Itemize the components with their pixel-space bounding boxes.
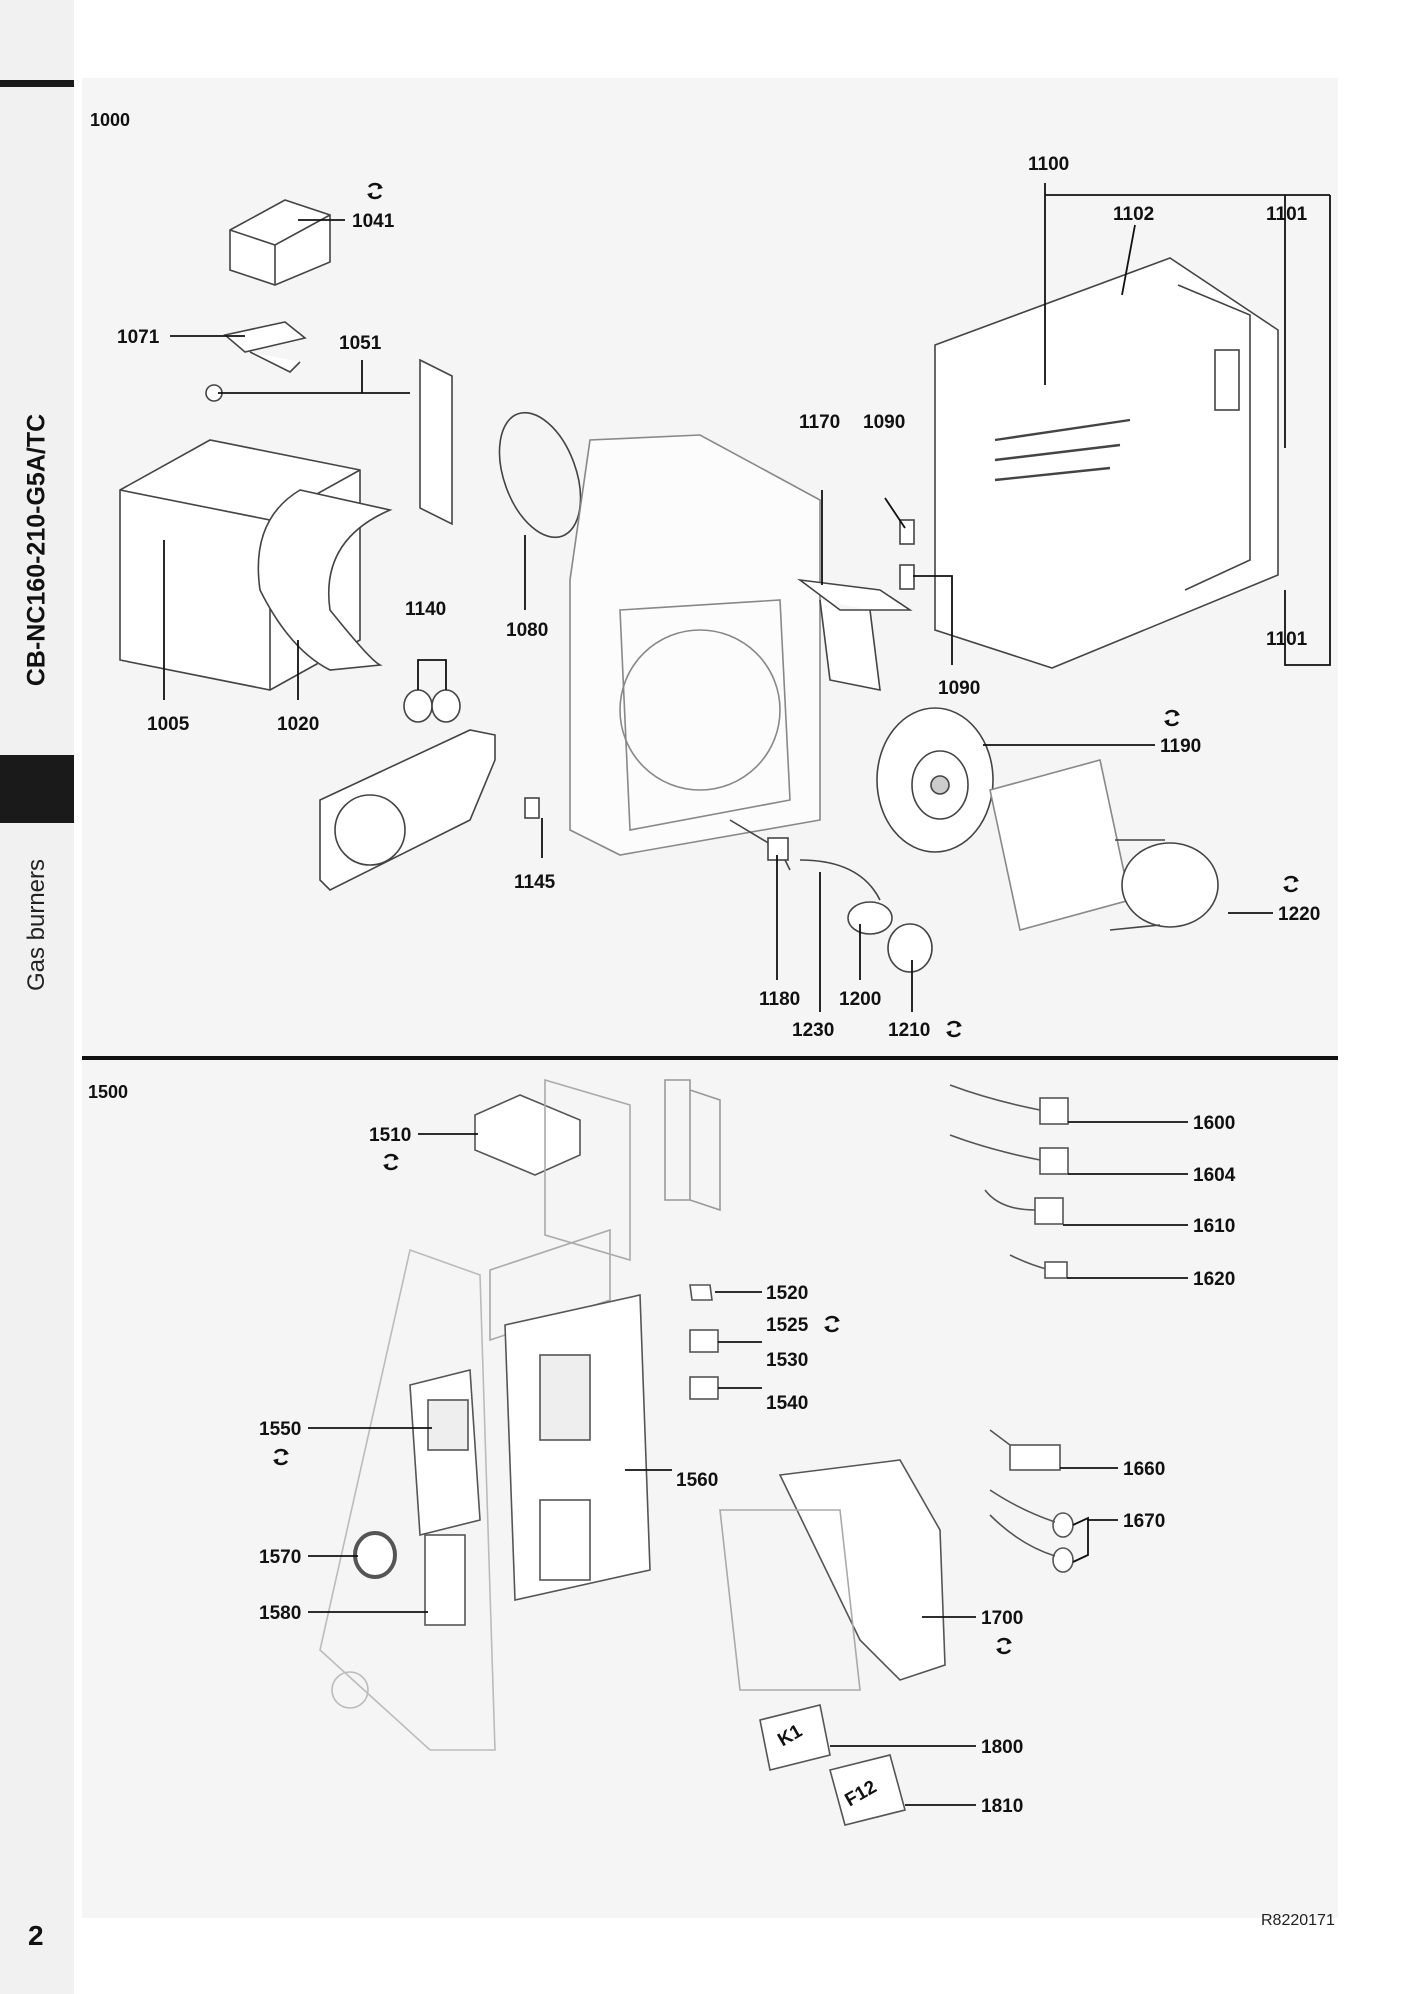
sidebar-marker-block xyxy=(0,755,74,823)
part-label: 1090 xyxy=(938,678,980,699)
fan-wheel-drawing xyxy=(876,707,994,853)
part-label: 1670 xyxy=(1123,1511,1165,1532)
part-label: 1101 xyxy=(1266,204,1308,225)
sidebar-top-bar xyxy=(0,80,74,87)
part-label: 1700 xyxy=(981,1608,1023,1629)
section-label-1500: 1500 xyxy=(88,1082,128,1102)
cover-plate-drawing xyxy=(419,358,453,526)
control-box-top-drawing xyxy=(474,1094,581,1176)
part-label: 1220 xyxy=(1278,904,1320,925)
rotation-icon xyxy=(365,182,385,200)
part-label: 1510 xyxy=(369,1125,411,1146)
mounting-plate-outline xyxy=(489,1078,631,1342)
air-shroud-drawing xyxy=(257,489,393,671)
part-label: 1020 xyxy=(277,714,319,735)
motor-drawing xyxy=(989,759,1219,931)
relay-k1-drawing: K1 xyxy=(759,1704,831,1771)
part-label: 1610 xyxy=(1193,1216,1235,1237)
part-label: 1100 xyxy=(1028,154,1069,175)
part-label: 1560 xyxy=(676,1470,718,1491)
part-label: 1102 xyxy=(1113,204,1154,225)
bracket-plate-drawing xyxy=(223,321,307,373)
part-label: 1145 xyxy=(514,872,556,893)
part-label: 1210 xyxy=(888,1020,930,1041)
part-label: 1170 xyxy=(799,412,840,433)
part-label: 1600 xyxy=(1193,1113,1235,1134)
part-label: 1530 xyxy=(766,1350,808,1371)
mounting-bracket-drawing xyxy=(797,578,913,692)
rotation-icon xyxy=(944,1020,964,1038)
fuse-f12-drawing: F12 xyxy=(829,1754,906,1826)
section-label-1000: 1000 xyxy=(90,110,130,130)
document-reference: R8220171 xyxy=(1261,1912,1335,1929)
part-label: 1140 xyxy=(405,599,446,620)
part-label: 1525 xyxy=(766,1315,809,1336)
rotation-icon xyxy=(994,1637,1014,1655)
page-number: 2 xyxy=(28,1920,44,1951)
part-label: 1520 xyxy=(766,1283,808,1304)
control-unit-drawing xyxy=(719,1459,946,1691)
part-label: 1230 xyxy=(792,1020,834,1041)
part-label: 1660 xyxy=(1123,1459,1165,1480)
part-label: 1620 xyxy=(1193,1269,1235,1290)
rotation-icon xyxy=(381,1153,401,1171)
part-label: 1071 xyxy=(117,327,160,348)
part-label: 1810 xyxy=(981,1796,1023,1817)
part-label: 1580 xyxy=(259,1603,301,1624)
fan-housing-drawing xyxy=(569,434,821,856)
rotation-icon xyxy=(822,1315,842,1333)
part-label: 1190 xyxy=(1160,736,1201,757)
part-labels: 1041 1071 1051 1005 1020 1140 1145 1080 … xyxy=(117,154,1320,1817)
terminal-strip-drawing xyxy=(664,1079,721,1212)
part-label: 1570 xyxy=(259,1547,301,1568)
ignition-transformer-drawing xyxy=(229,199,331,286)
part-label: 1090 xyxy=(863,412,905,433)
part-label: 1080 xyxy=(506,620,548,641)
part-label: 1041 xyxy=(352,211,395,232)
part-label: 1101 xyxy=(1266,629,1308,650)
connector-cables-drawing xyxy=(949,1084,1074,1573)
part-label: 1550 xyxy=(259,1419,301,1440)
part-label: 1005 xyxy=(147,714,190,735)
part-label: 1051 xyxy=(339,333,382,354)
sidebar: CB-NC160-210-G5A/TC Gas burners xyxy=(0,0,74,1994)
part-label: 1604 xyxy=(1193,1165,1236,1186)
rotation-icon xyxy=(1162,709,1182,727)
part-label: 1540 xyxy=(766,1393,808,1414)
rotation-icon xyxy=(1281,875,1301,893)
control-panel-drawing xyxy=(409,1368,481,1537)
part-label: 1800 xyxy=(981,1737,1023,1758)
base-plate-outline xyxy=(319,1248,496,1751)
rotation-icon xyxy=(271,1448,291,1466)
part-label: 1200 xyxy=(839,989,881,1010)
burner-cover-drawing xyxy=(934,257,1279,669)
leader-lines xyxy=(163,183,1331,1806)
part-label: 1180 xyxy=(759,989,800,1010)
